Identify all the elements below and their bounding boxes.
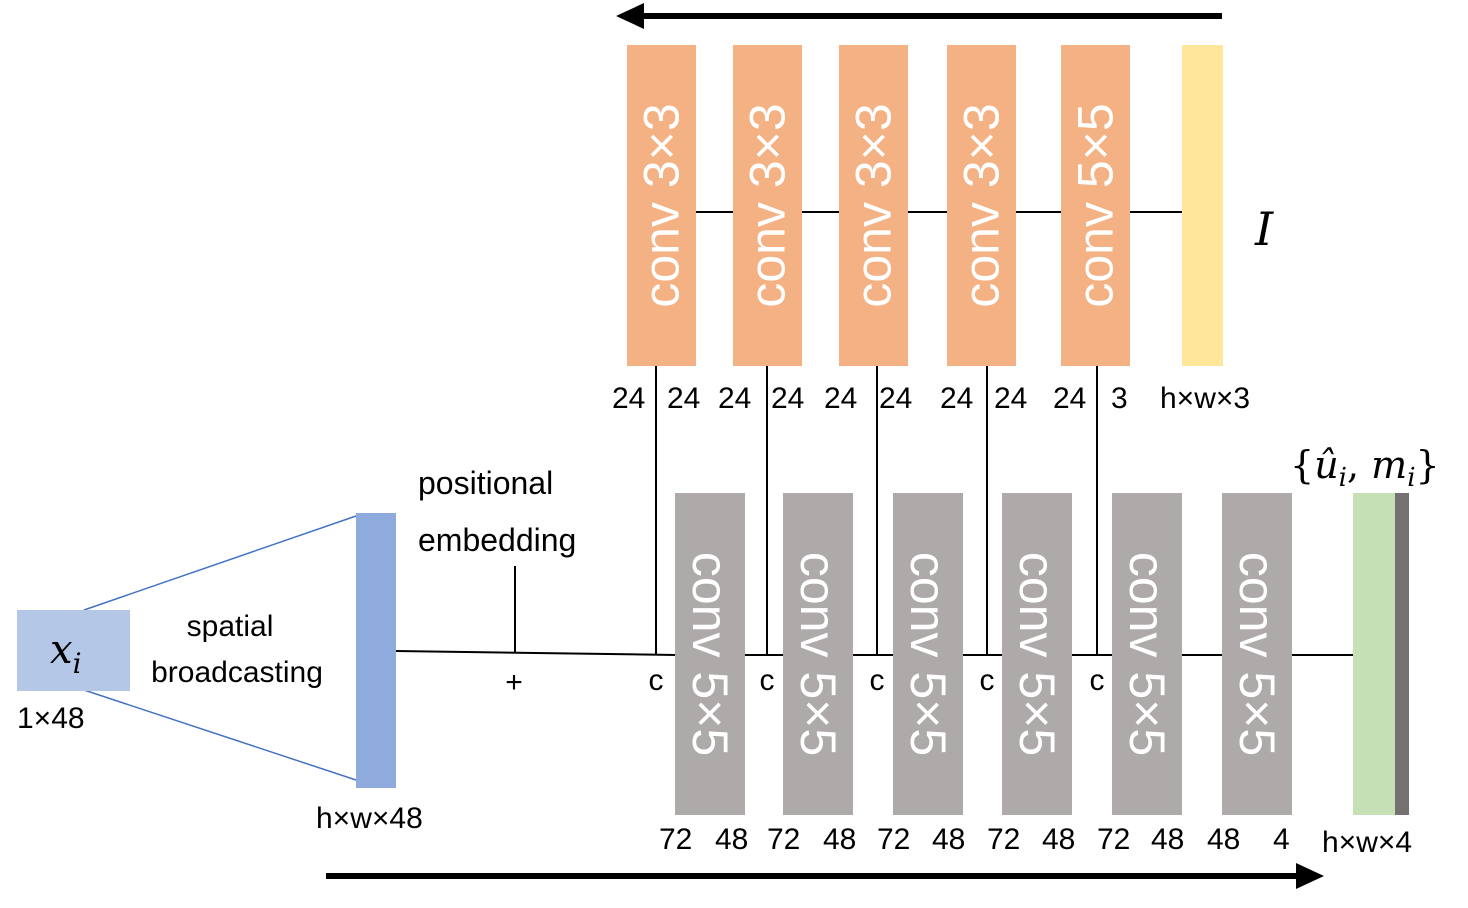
decoder-row: conv 3×3 24 24 conv 3×3 24 24 conv 3×3 24 24 conv… [612, 45, 1130, 415]
encoder-out-channels: 48 [823, 823, 856, 856]
encoder-conv-block [1112, 493, 1182, 815]
decoder-out-channels: 24 [879, 382, 912, 415]
decoder-in-channels: 24 [824, 382, 857, 415]
decoder-conv-block [627, 45, 696, 366]
encoder-out-channels: 4 [1273, 823, 1290, 856]
encoder-conv-label: conv 5×5 [790, 552, 846, 756]
encoder-conv-block [783, 493, 853, 815]
encoder-out-channels: 48 [715, 823, 748, 856]
input-block [17, 610, 130, 691]
concat-symbol: c [649, 664, 664, 697]
broadcast-label-line2: broadcasting [151, 656, 323, 689]
decoder-in-channels: 24 [940, 382, 973, 415]
image-dims: h×w×3 [1160, 382, 1250, 415]
encoder-out-channels: 48 [1151, 823, 1184, 856]
encoder-in-channels: 72 [987, 823, 1020, 856]
broadcast-line-top [83, 515, 357, 611]
concat-symbol: c [870, 664, 885, 697]
encoder-out-channels: 48 [932, 823, 965, 856]
encoder-conv-block [893, 493, 963, 815]
encoder-in-channels: 72 [767, 823, 800, 856]
encoder-direction-arrowhead [1296, 863, 1324, 889]
encoder-conv-label: conv 5×5 [1009, 552, 1065, 756]
encoder-conv-label: conv 5×5 [682, 552, 738, 756]
output-symbol: {ûi, mi} [1290, 443, 1440, 493]
output-dims: h×w×4 [1322, 826, 1412, 859]
broadcast-block [356, 513, 396, 788]
image-symbol: I [1254, 202, 1274, 256]
decoder-direction-arrowhead [616, 3, 644, 29]
encoder-in-channels: 48 [1207, 823, 1240, 856]
decoder-out-channels: 24 [771, 382, 804, 415]
decoder-conv-block [947, 45, 1016, 366]
decoder-conv-label: conv 3×3 [846, 103, 902, 307]
concat-symbol: c [760, 664, 775, 697]
output-dark-block [1395, 493, 1409, 815]
encoder-in-channels: 72 [659, 823, 692, 856]
input-dims: 1×48 [17, 702, 85, 735]
encoder-in-channels: 72 [877, 823, 910, 856]
positional-label-line2: embedding [418, 522, 576, 558]
encoder-out-channels: 48 [1042, 823, 1075, 856]
decoder-conv-label: conv 3×3 [954, 103, 1010, 307]
broadcast-label-line1: spatial [187, 610, 274, 643]
broadcast-line-bottom [83, 689, 357, 781]
concat-symbol: c [980, 664, 995, 697]
encoder-conv-block [675, 493, 745, 815]
image-output-block [1182, 45, 1223, 366]
encoder-conv-label: conv 5×5 [1229, 552, 1285, 756]
decoder-conv-block [839, 45, 908, 366]
encoder-in-channels: 72 [1097, 823, 1130, 856]
decoder-out-channels: 24 [667, 382, 700, 415]
decoder-in-channels: 24 [612, 382, 645, 415]
decoder-conv-block [733, 45, 802, 366]
main-path-line [395, 650, 677, 656]
plus-symbol: + [505, 666, 523, 699]
decoder-conv-block [1061, 45, 1130, 366]
concat-symbol: c [1090, 664, 1105, 697]
input-symbol: xi [50, 627, 82, 680]
encoder-row: conv 5×5 72 48 conv 5×5 72 48 conv 5×5 72 48 conv… [659, 493, 1292, 856]
output-green-block [1353, 493, 1395, 815]
positional-label-line1: positional [418, 465, 553, 501]
decoder-in-channels: 24 [1053, 382, 1086, 415]
decoder-out-channels: 3 [1111, 382, 1128, 415]
encoder-conv-label: conv 5×5 [900, 552, 956, 756]
encoder-conv-block [1222, 493, 1292, 815]
decoder-conv-label: conv 3×3 [740, 103, 796, 307]
encoder-conv-label: conv 5×5 [1119, 552, 1175, 756]
decoder-conv-label: conv 5×5 [1068, 103, 1124, 307]
decoder-out-channels: 24 [994, 382, 1027, 415]
decoder-conv-label: conv 3×3 [634, 103, 690, 307]
decoder-in-channels: 24 [718, 382, 751, 415]
encoder-conv-block [1002, 493, 1072, 815]
broadcast-dims: h×w×48 [316, 802, 423, 835]
